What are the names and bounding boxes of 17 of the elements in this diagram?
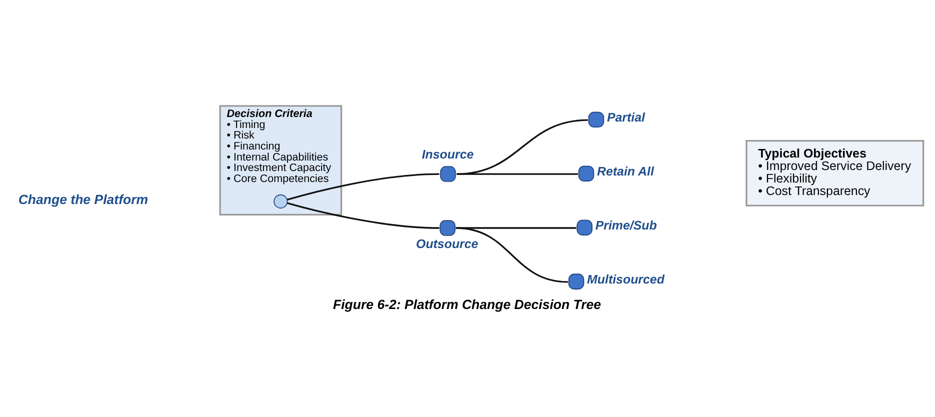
connector — [286, 173, 440, 201]
node-label: Retain All — [597, 164, 654, 179]
label: Change the Platform — [18, 192, 148, 207]
connector — [456, 173, 578, 175]
node-label: Insource — [422, 147, 474, 162]
connector — [456, 119, 588, 175]
node-label: Partial — [606, 110, 646, 125]
node-circle — [274, 194, 288, 208]
connector — [456, 227, 576, 229]
cluster: Decision Criteria • Timing • Risk • Financing • Internal Capabilities • Investment Capacity • Core Competencies — [219, 105, 342, 216]
node-label: Outsource — [416, 236, 478, 251]
connector — [286, 202, 440, 229]
node-label: Prime/Sub — [595, 218, 657, 233]
connector — [456, 227, 568, 283]
caption: Figure 6-2: Platform Change Decision Tree — [333, 297, 602, 312]
node-box: Typical Objectives • Improved Service Delivery • Flexibility • Cost Transparency — [746, 140, 924, 206]
node-label: Multisourced — [587, 272, 664, 287]
